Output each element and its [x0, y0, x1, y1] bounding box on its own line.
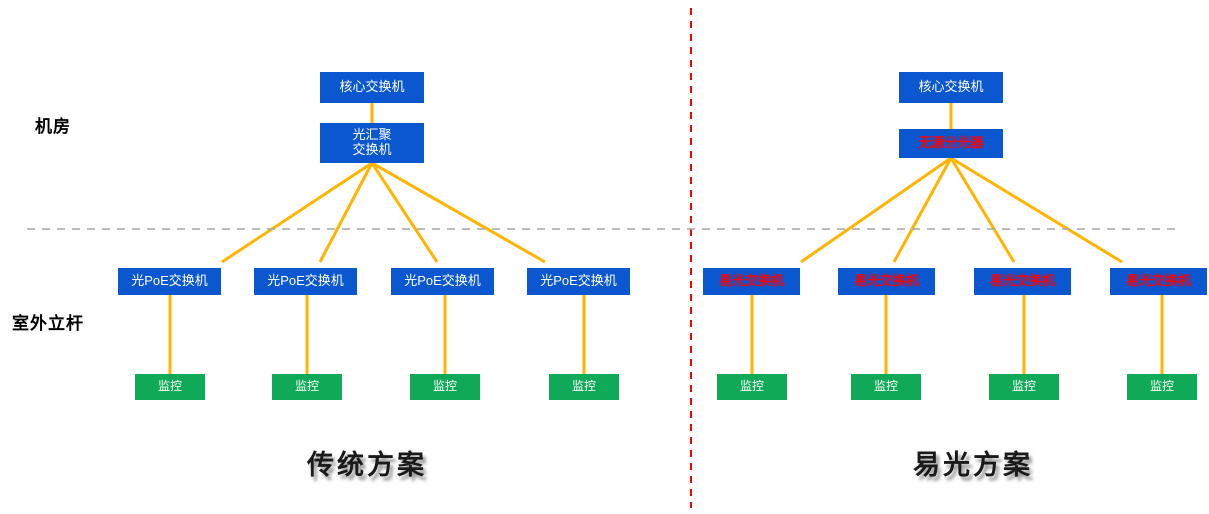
- link-right-hub-to-switch-1: [800, 156, 952, 264]
- right-camera-node-2[interactable]: 监控: [851, 374, 921, 400]
- left-poe-switch-node-1[interactable]: 光PoE交换机: [118, 268, 221, 295]
- left-camera-node-4[interactable]: 监控: [549, 374, 619, 400]
- right-yiguang-switch-node-2[interactable]: 易光交换机: [838, 268, 935, 295]
- link-left-hub-to-switch-3: [370, 162, 439, 263]
- link-right-hub-to-switch-4: [950, 156, 1123, 264]
- left-camera-node-3[interactable]: 监控: [410, 374, 480, 400]
- link-right-hub-to-switch-3: [949, 157, 1016, 263]
- right-yiguang-switch-node-3[interactable]: 易光交换机: [974, 268, 1071, 295]
- right-scheme-title: 易光方案: [913, 450, 1033, 480]
- left-poe-switch-node-2[interactable]: 光PoE交换机: [254, 268, 357, 295]
- link-left-hub-to-switch-1: [221, 161, 373, 264]
- orange-link-lines: [168, 103, 1164, 374]
- right-camera-node-4[interactable]: 监控: [1127, 374, 1197, 400]
- link-right-hub-to-switch-2: [892, 157, 953, 263]
- left-poe-switch-node-4[interactable]: 光PoE交换机: [527, 268, 630, 295]
- right-camera-node-3[interactable]: 监控: [989, 374, 1059, 400]
- left-scheme-title: 传统方案: [307, 450, 427, 480]
- left-camera-node-1[interactable]: 监控: [135, 374, 205, 400]
- right-yiguang-switch-node-1[interactable]: 易光交换机: [703, 268, 800, 295]
- left-core-switch-node[interactable]: 核心交换机: [320, 72, 424, 103]
- zone-label-machine-room: 机房: [35, 117, 71, 136]
- right-yiguang-switch-node-4[interactable]: 易光交换机: [1110, 268, 1207, 295]
- left-optical-aggregation-switch-node[interactable]: 光汇聚 交换机: [320, 123, 424, 163]
- left-camera-node-2[interactable]: 监控: [272, 374, 342, 400]
- right-passive-splitter-node[interactable]: 无源分光器: [899, 129, 1003, 158]
- right-camera-node-1[interactable]: 监控: [717, 374, 787, 400]
- right-core-switch-node[interactable]: 核心交换机: [899, 72, 1003, 103]
- link-left-hub-to-switch-2: [318, 162, 374, 263]
- zone-label-outdoor-pole: 室外立杆: [12, 314, 84, 333]
- left-poe-switch-node-3[interactable]: 光PoE交换机: [391, 268, 494, 295]
- link-left-hub-to-switch-4: [371, 161, 546, 264]
